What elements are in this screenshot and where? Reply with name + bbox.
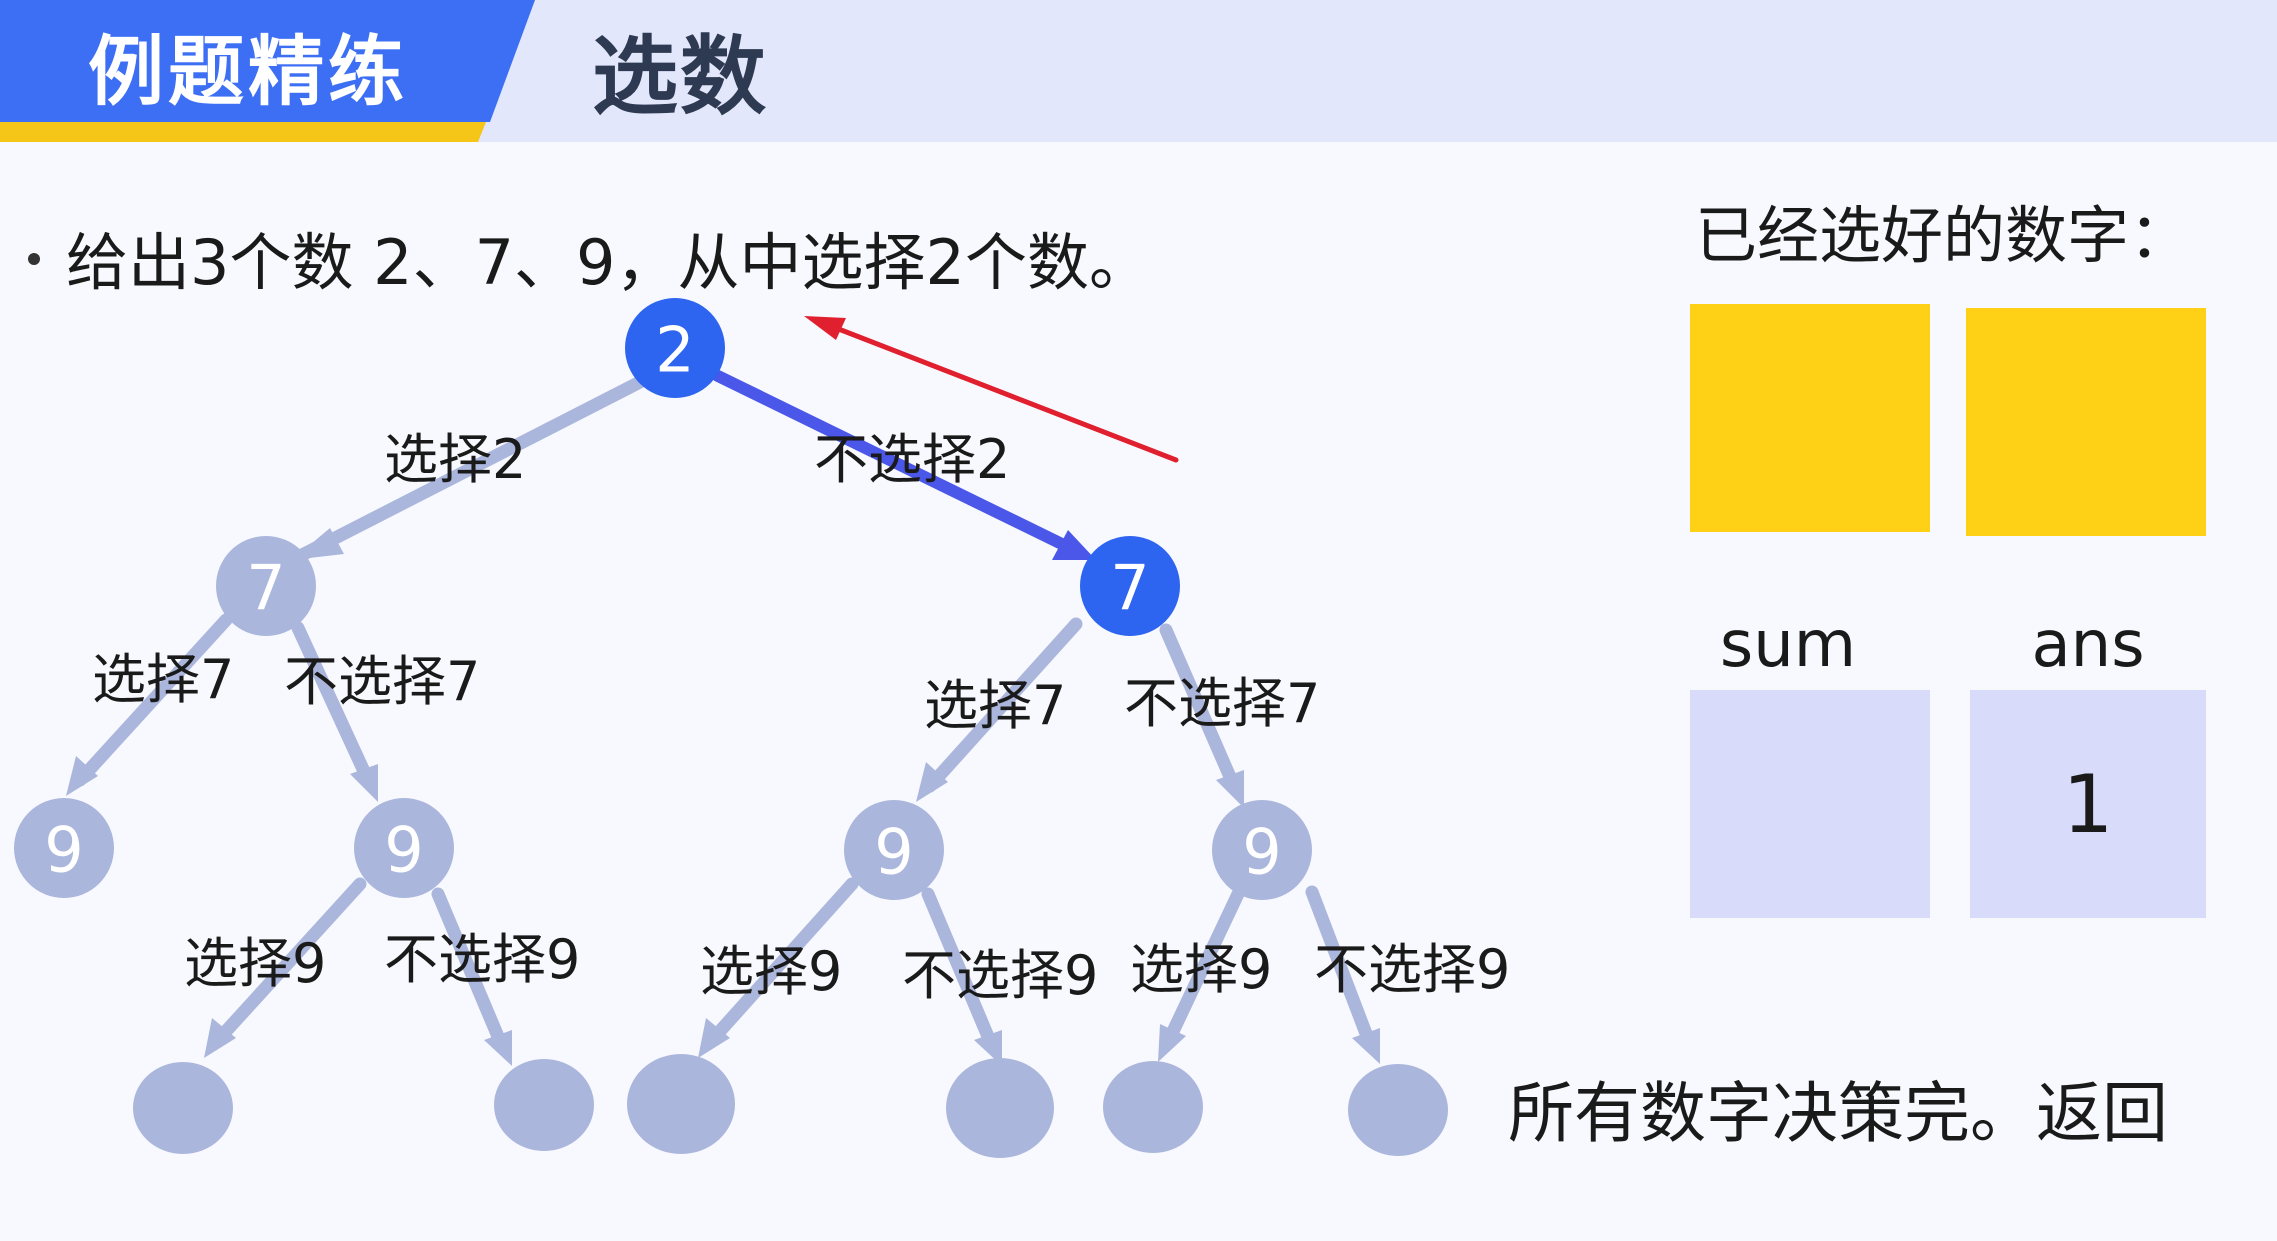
edge-l2b-left-arrowhead [698, 1018, 730, 1058]
level2-node-3 [844, 800, 944, 900]
edge-l1a-right-arrowhead [350, 764, 378, 802]
edge-label-l2c-left: 选择9 [1130, 938, 1272, 1001]
leaf-node-6 [1348, 1064, 1448, 1156]
level2-node-1-label: 9 [44, 814, 83, 887]
edge-root-left [293, 375, 647, 563]
edge-l2c-right-arrowhead [1352, 1028, 1380, 1064]
header-bar: 例题精练 选数 [0, 0, 2277, 142]
edge-root-right-arrowhead [1052, 530, 1096, 560]
edge-label-l1a-right: 不选择7 [284, 650, 480, 713]
status-text: 所有数字决策完。返回 [1508, 1075, 2168, 1152]
sum-label: sum [1719, 608, 1857, 682]
edge-l2a-left-arrowhead [204, 1018, 236, 1058]
edge-label-l2c-right: 不选择9 [1314, 938, 1510, 1001]
edge-label-root-left: 选择2 [384, 428, 526, 491]
level1-node-left-label: 7 [246, 552, 285, 625]
level2-node-4 [1212, 800, 1312, 900]
problem-statement: 给出3个数 2、7、9，从中选择2个数。 [28, 212, 1151, 302]
level1-node-left [216, 536, 316, 636]
decision-tree: 2 7 7 9 9 9 9 选择2 不选择2 选择7 不选择7 选择7 不选择7… [14, 298, 1510, 1158]
edge-label-l1b-left: 选择7 [924, 674, 1066, 737]
header-badge [0, 0, 535, 142]
selected-slot-2 [1966, 308, 2206, 536]
level1-node-right [1080, 536, 1180, 636]
leaf-node-4 [946, 1058, 1054, 1158]
edge-label-l2a-right: 不选择9 [384, 928, 580, 991]
level2-node-2 [354, 798, 454, 898]
edge-l1a-right [291, 621, 375, 787]
edge-label-l2b-right: 不选择9 [902, 944, 1098, 1007]
edge-root-left-arrowhead [292, 528, 344, 560]
return-arrow [833, 325, 1179, 463]
edge-label-l2a-left: 选择9 [184, 932, 326, 995]
problem-text: 给出3个数 2、7、9，从中选择2个数。 [66, 226, 1151, 299]
ans-label: ans [2031, 608, 2145, 682]
level2-node-2-label: 9 [384, 814, 423, 887]
edge-root-right [712, 370, 1076, 554]
root-node-label: 2 [655, 314, 694, 387]
edge-l2c-left [1161, 887, 1245, 1049]
edge-l2c-left-arrowhead [1158, 1024, 1186, 1062]
edge-l2a-right [431, 887, 509, 1053]
page-title: 选数 [592, 27, 768, 127]
edge-l2c-right [1305, 885, 1377, 1051]
edge-l1a-left [73, 613, 233, 787]
ans-box: 1 [1970, 690, 2206, 918]
edge-l2b-right-arrowhead [974, 1030, 1002, 1066]
leaf-node-2 [494, 1059, 594, 1151]
leaf-node-3 [627, 1054, 735, 1154]
edge-l1a-left-arrowhead [66, 756, 98, 796]
ans-value: 1 [2062, 757, 2114, 851]
edge-l1b-right [1159, 623, 1241, 793]
edge-l2a-right-arrowhead [484, 1030, 512, 1066]
sum-box [1690, 690, 1930, 918]
bullet-dot [28, 252, 40, 265]
edge-l2b-left [705, 877, 859, 1047]
edge-l1b-left [923, 617, 1083, 793]
root-node [625, 298, 725, 398]
selected-numbers-title: 已经选好的数字： [1695, 199, 2192, 272]
level2-node-4-label: 9 [1242, 816, 1281, 889]
level2-node-1 [14, 798, 114, 898]
edge-l2b-right [921, 887, 999, 1053]
level1-node-right-label: 7 [1110, 552, 1149, 625]
level2-node-3-label: 9 [874, 816, 913, 889]
return-arrow-head [804, 316, 846, 340]
edge-label-l2b-left: 选择9 [700, 940, 842, 1003]
edge-label-l1a-left: 选择7 [92, 648, 234, 711]
edge-l1b-left-arrowhead [916, 762, 948, 802]
leaf-node-5 [1103, 1061, 1203, 1153]
edge-label-root-right: 不选择2 [814, 428, 1010, 491]
edge-l1b-right-arrowhead [1216, 770, 1244, 808]
header-badge-label: 例题精练 [88, 27, 408, 116]
selected-slot-1 [1690, 304, 1930, 532]
edge-l2a-left [211, 877, 367, 1047]
leaf-node-1 [133, 1062, 233, 1154]
edge-label-l1b-right: 不选择7 [1124, 672, 1320, 735]
